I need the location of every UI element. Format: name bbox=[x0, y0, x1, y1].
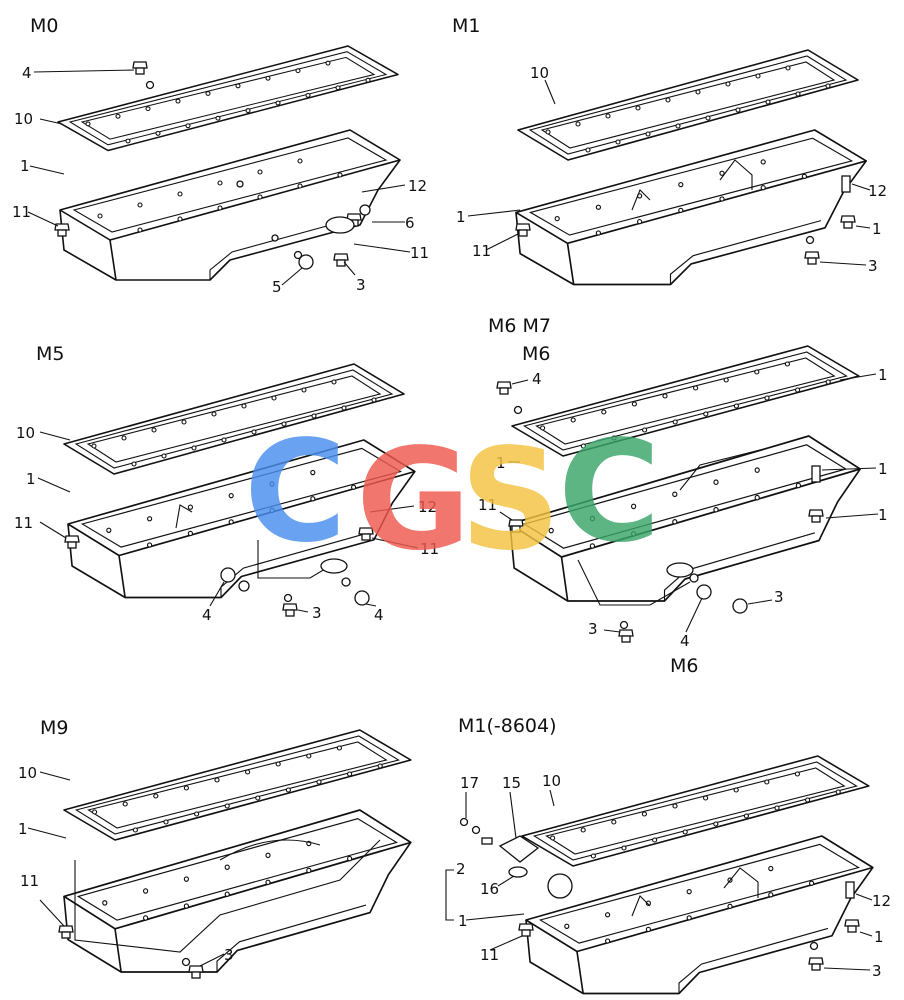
callout-m1b-8: 12 bbox=[872, 892, 891, 910]
watermark-letter-c1: C bbox=[244, 411, 347, 574]
callout-m9-4: 3 bbox=[224, 946, 234, 964]
callout-m6m7-7: 3 bbox=[588, 620, 598, 638]
callout-m1b-2: 15 bbox=[502, 774, 521, 792]
panel-title-m1b: M1(-8604) bbox=[458, 715, 557, 737]
panel-m0: M0 4 10 1 11 12 6 11 3 5 bbox=[12, 15, 429, 296]
callout-m0-7: 11 bbox=[410, 244, 429, 262]
callout-m1-1: 10 bbox=[530, 64, 549, 82]
callout-m0-8: 3 bbox=[356, 276, 366, 294]
callout-m6m7-9: 4 bbox=[680, 632, 690, 650]
watermark-letter-c2: C bbox=[558, 411, 661, 574]
callout-m0-5: 12 bbox=[408, 177, 427, 195]
callout-m1b-5: 16 bbox=[480, 880, 499, 898]
panel-m6m7: M6 M7 M6 4 1 1 1 11 1 bbox=[478, 315, 888, 677]
callout-m6m7-4: 1 bbox=[878, 460, 888, 478]
callout-m5-2: 1 bbox=[26, 470, 36, 488]
panel-title-m1: M1 bbox=[452, 15, 480, 37]
callout-m0-9: 5 bbox=[272, 278, 282, 296]
callout-m5-7: 3 bbox=[312, 604, 322, 622]
panel-m5: M5 10 1 11 12 11 4 3 4 bbox=[14, 343, 439, 624]
callout-m1b-4: 2 bbox=[456, 860, 466, 878]
panel-m9: M9 10 1 11 3 bbox=[18, 717, 412, 979]
callout-m6m7-5: 11 bbox=[478, 496, 497, 514]
callout-m0-6: 6 bbox=[405, 214, 415, 232]
callout-m0-1: 4 bbox=[22, 64, 32, 82]
watermark-logo: C G S C bbox=[244, 411, 661, 582]
panel-subtitle-m6: M6 bbox=[522, 343, 550, 365]
panel-m1: M1 10 1 11 12 1 3 bbox=[452, 15, 887, 286]
callout-m1-6: 3 bbox=[868, 257, 878, 275]
callout-m1-2: 1 bbox=[456, 208, 466, 226]
callout-m5-1: 10 bbox=[16, 424, 35, 442]
panel-title-m0: M0 bbox=[30, 15, 58, 37]
callout-m1b-1: 17 bbox=[460, 774, 479, 792]
callout-m5-5: 11 bbox=[420, 540, 439, 558]
panel-m1b: M1(-8604) 17 15 10 2 16 bbox=[445, 715, 891, 995]
callout-m9-1: 10 bbox=[18, 764, 37, 782]
callout-m1b-10: 3 bbox=[872, 962, 882, 980]
callout-m1-3: 11 bbox=[472, 242, 491, 260]
callout-m9-2: 1 bbox=[18, 820, 28, 838]
callout-m5-4: 12 bbox=[418, 498, 437, 516]
watermark-letter-s: S bbox=[460, 419, 561, 582]
callout-m1b-6: 1 bbox=[458, 912, 468, 930]
watermark-letter-g: G bbox=[356, 419, 471, 582]
panel-title-m5: M5 bbox=[36, 343, 64, 365]
panel-title-m9: M9 bbox=[40, 717, 68, 739]
callout-m9-3: 11 bbox=[20, 872, 39, 890]
callout-m1-5: 1 bbox=[872, 220, 882, 238]
panel-footnote-m6: M6 bbox=[670, 655, 698, 677]
callout-m5-8: 4 bbox=[374, 606, 384, 624]
callout-m6m7-1: 4 bbox=[532, 370, 542, 388]
callout-m6m7-2: 1 bbox=[878, 366, 888, 384]
callout-m1b-7: 11 bbox=[480, 946, 499, 964]
panel-title-m6m7: M6 M7 bbox=[488, 315, 551, 337]
callout-m6m7-8: 3 bbox=[774, 588, 784, 606]
callout-m5-3: 11 bbox=[14, 514, 33, 532]
callout-m5-6: 4 bbox=[202, 606, 212, 624]
callout-m1b-3: 10 bbox=[542, 772, 561, 790]
callout-m0-3: 1 bbox=[20, 157, 30, 175]
callout-m6m7-3: 1 bbox=[496, 454, 506, 472]
callout-m1b-9: 1 bbox=[874, 928, 884, 946]
callout-m6m7-6: 1 bbox=[878, 506, 888, 524]
callout-m0-4: 11 bbox=[12, 203, 31, 221]
callout-m1-4: 12 bbox=[868, 182, 887, 200]
callout-m0-2: 10 bbox=[14, 110, 33, 128]
